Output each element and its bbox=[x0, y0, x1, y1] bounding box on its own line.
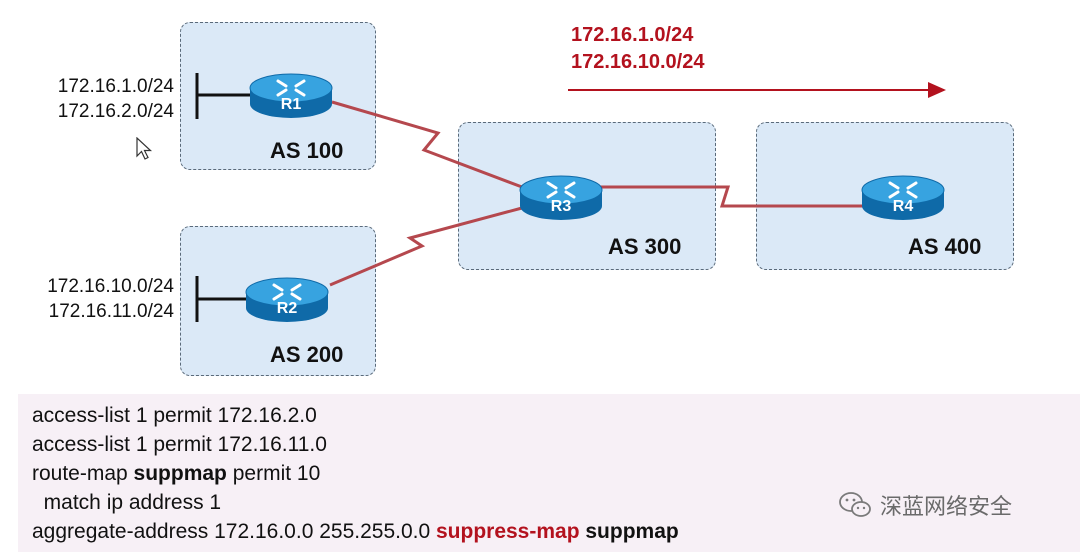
advertised-prefixes: 172.16.1.0/24 172.16.10.0/24 bbox=[571, 22, 704, 76]
router-label: R1 bbox=[280, 96, 302, 113]
prefix-label: 172.16.2.0/24 bbox=[57, 101, 174, 122]
router-icon bbox=[861, 175, 945, 220]
wechat-icon bbox=[839, 492, 871, 517]
config-panel: access-list 1 permit 172.16.2.0 access-l… bbox=[18, 394, 1080, 552]
prefix-label: 172.16.10.0/24 bbox=[47, 276, 174, 297]
config-line-1: access-list 1 permit 172.16.2.0 bbox=[32, 404, 317, 427]
router-icon bbox=[245, 277, 329, 322]
link-r3-r4 bbox=[600, 185, 864, 208]
config-line-2: access-list 1 permit 172.16.11.0 bbox=[32, 433, 327, 456]
router-r3: R3 bbox=[518, 170, 604, 226]
router-r4: R4 bbox=[860, 170, 946, 226]
router-r2: R2 bbox=[244, 272, 330, 328]
as200-label: AS 200 bbox=[270, 342, 344, 367]
config-line-3: route-map suppmap permit 10 bbox=[32, 462, 321, 485]
watermark: 深蓝网络安全 bbox=[838, 488, 1012, 522]
link-r1-r3 bbox=[331, 100, 523, 189]
mouse-cursor-icon bbox=[136, 137, 153, 160]
router-icon bbox=[519, 175, 603, 220]
as400-label: AS 400 bbox=[908, 234, 982, 259]
as300-label: AS 300 bbox=[608, 234, 682, 259]
r2-prefixes: 172.16.10.0/24 172.16.11.0/24 bbox=[8, 274, 174, 324]
config-line-4: match ip address 1 bbox=[32, 491, 222, 514]
router-r1: R1 bbox=[248, 68, 334, 124]
router-label: R4 bbox=[892, 198, 914, 215]
prefix-label: 172.16.1.0/24 bbox=[57, 76, 174, 97]
link-r2-r3 bbox=[329, 206, 523, 287]
advertised-prefix: 172.16.1.0/24 bbox=[571, 24, 694, 46]
config-line-5: aggregate-address 172.16.0.0 255.255.0.0… bbox=[32, 520, 679, 543]
advertised-prefix: 172.16.10.0/24 bbox=[571, 51, 705, 73]
prefix-label: 172.16.11.0/24 bbox=[48, 301, 174, 322]
router-icon bbox=[249, 73, 333, 118]
router-label: R3 bbox=[550, 198, 572, 215]
as100-label: AS 100 bbox=[270, 138, 344, 163]
router-label: R2 bbox=[276, 300, 298, 317]
r1-prefixes: 172.16.1.0/24 172.16.2.0/24 bbox=[20, 74, 174, 124]
watermark-text: 深蓝网络安全 bbox=[880, 494, 1013, 519]
